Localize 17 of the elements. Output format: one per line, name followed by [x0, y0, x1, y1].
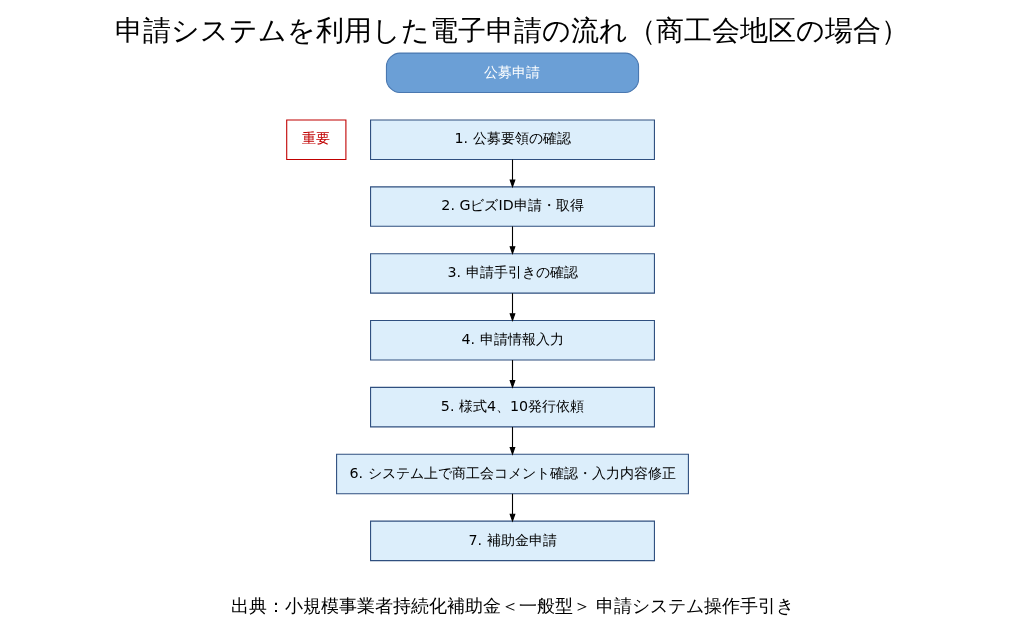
diagram-title: 申請システムを利用した電子申請の流れ（商工会地区の場合） — [115, 13, 909, 47]
node-box: 7. 補助金申請 — [369, 520, 655, 562]
node-box: 1. 公募要領の確認 — [369, 119, 655, 160]
arrow — [508, 225, 516, 256]
arrow — [508, 426, 516, 456]
node-box: 4. 申請情報入力 — [369, 320, 655, 361]
node-box: 3. 申請手引きの確認 — [369, 253, 655, 294]
node-box: 5. 様式4、10発行依頼 — [369, 386, 655, 428]
node-box: 重要 — [285, 119, 346, 160]
caption: 出典：小規模事業者持続化補助金＜一般型＞ 申請システム操作手引き — [230, 595, 794, 616]
arrow — [508, 359, 516, 389]
arrow — [508, 493, 516, 523]
arrow — [508, 292, 516, 322]
node-box: 6. システム上で商工会コメント確認・入力内容修正 — [335, 453, 689, 495]
arrow — [508, 158, 516, 189]
node-box: 2. GビズID申請・取得 — [369, 186, 655, 227]
node-box: 公募申請 — [385, 52, 639, 94]
